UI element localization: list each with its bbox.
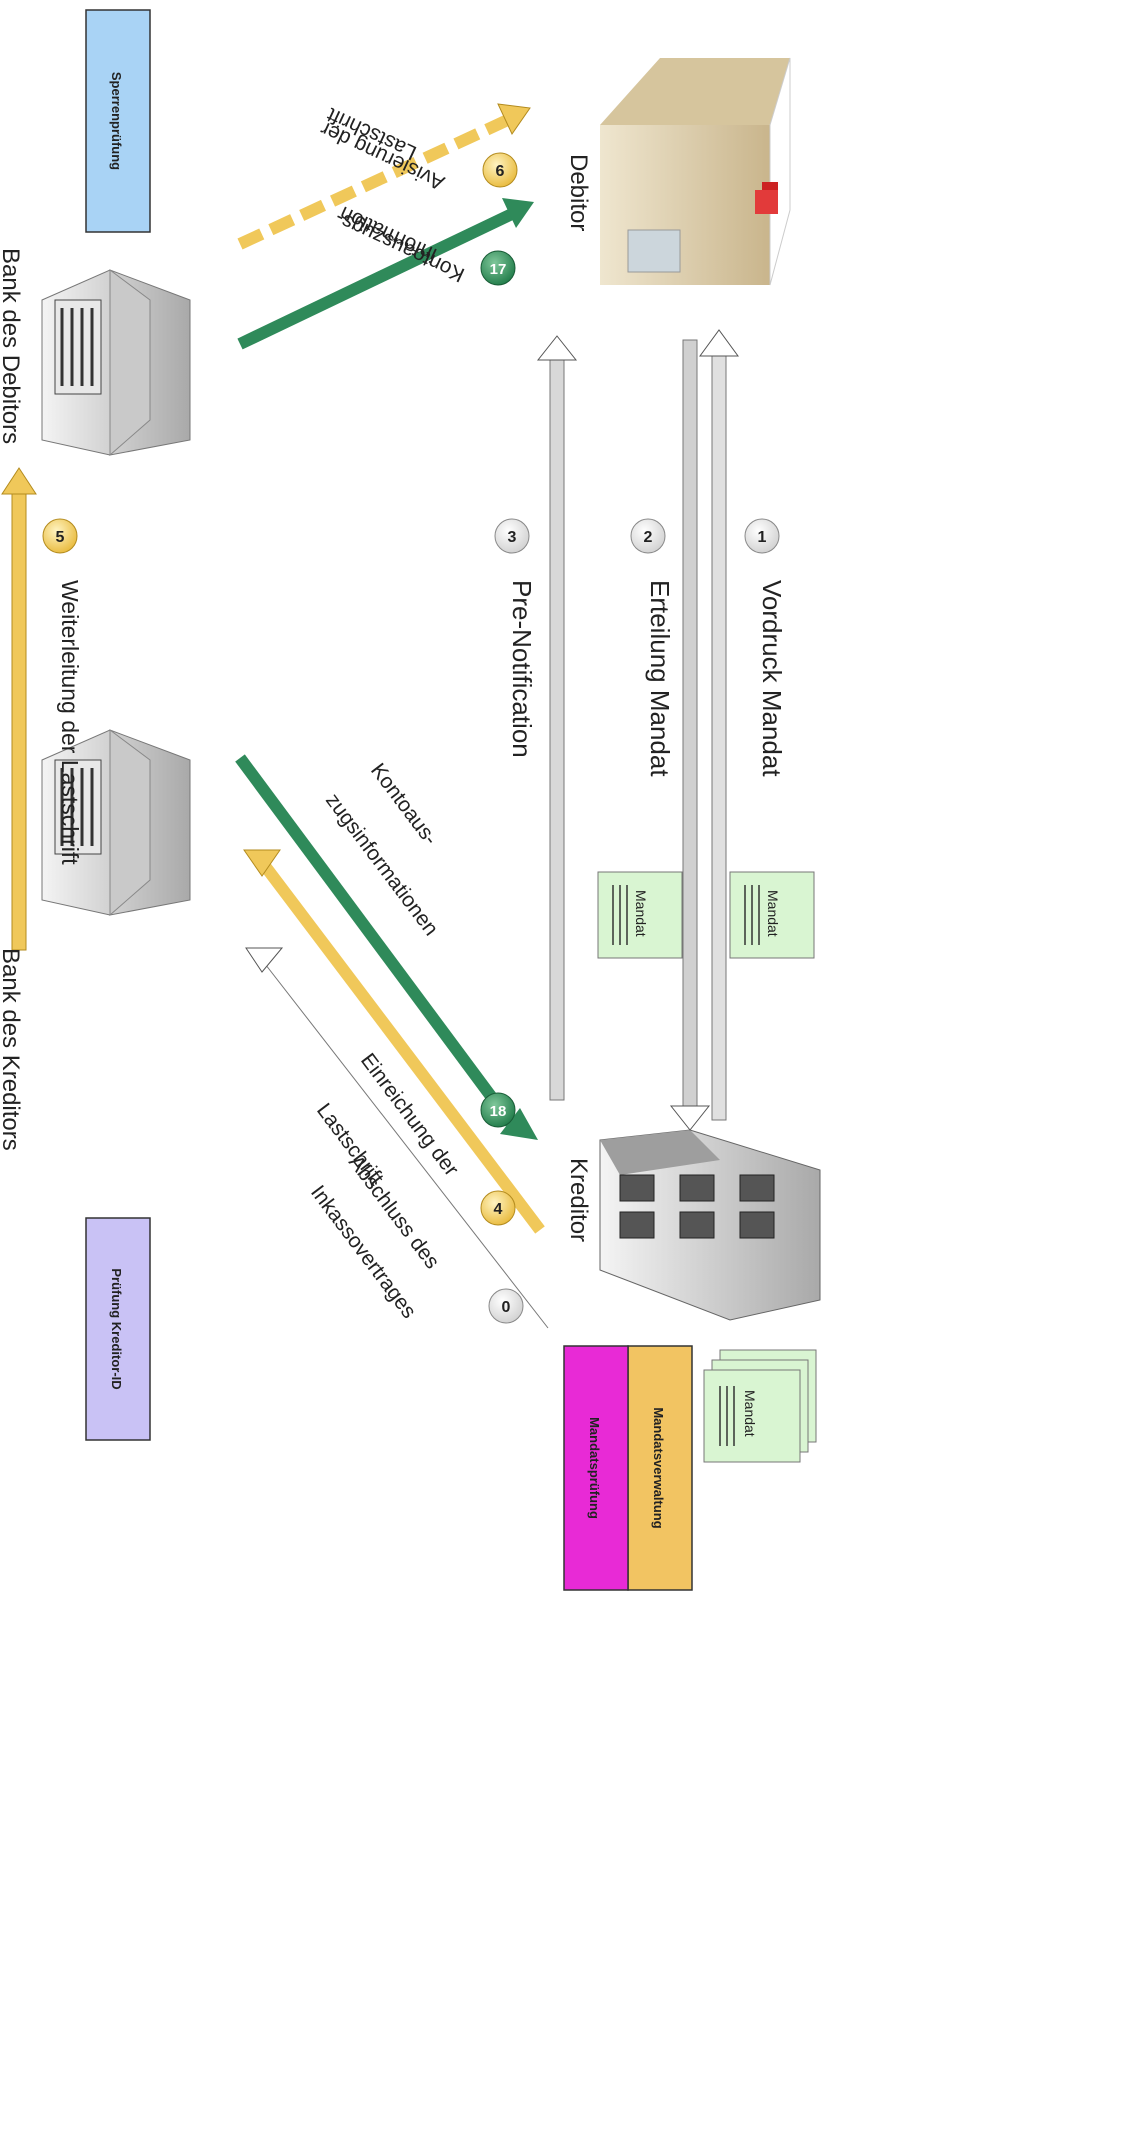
arrow-kontoauszug-debitor (237, 198, 534, 350)
svg-text:4: 4 (494, 1201, 503, 1218)
mandatsverwaltung-label: Mandatsverwaltung (651, 1407, 666, 1528)
mandat-document-1-label: Mandat (765, 890, 781, 937)
step-2-ball: 2 (630, 518, 666, 554)
step-18-label-line1: Kontoaus- (366, 759, 442, 849)
bank-debitor-label: Bank des Debitors (0, 248, 24, 444)
mandatspruefung-box: Mandatsprüfung (563, 1345, 629, 1591)
kreditor-label: Kreditor (565, 1158, 592, 1242)
sperrenpruefung-label: Sperrenprüfung (109, 72, 124, 170)
step-4-ball: 4 (480, 1190, 516, 1226)
step-17-ball: 17 (480, 250, 516, 286)
kreditor-building-icon (599, 1129, 821, 1321)
step-2-label: Erteilung Mandat (645, 580, 675, 777)
mandat-document-2-label: Mandat (633, 890, 649, 937)
step-1-ball: 1 (744, 518, 780, 554)
pruefung-kreditor-id-box: Prüfung Kreditor-ID (85, 1217, 151, 1441)
mandatsverwaltung-box: Mandatsverwaltung (627, 1345, 693, 1591)
svg-text:5: 5 (56, 529, 65, 546)
bank-debitor-icon (41, 269, 191, 457)
step-0-ball: 0 (488, 1288, 524, 1324)
step-1-label: Vordruck Mandat (757, 580, 787, 777)
step-5-label: Weiterleitung der Lastschrift (57, 580, 83, 865)
step-18-ball: 18 (480, 1092, 516, 1128)
bank-kreditor-label: Bank des Kreditors (0, 948, 24, 1151)
arrow-erteilung-mandat (669, 339, 711, 1131)
arrow-kontoauszug-kreditor (235, 754, 538, 1140)
mandat-document-1: Mandat (729, 871, 815, 959)
arrow-einreichung (243, 849, 545, 1234)
mandat-document-stack: Mandat (703, 1349, 817, 1463)
svg-text:1: 1 (758, 529, 767, 546)
mandatspruefung-label: Mandatsprüfung (587, 1417, 602, 1519)
step-0-label-line2: Inkassovertrages (306, 1181, 421, 1323)
arrow-pre-notification (536, 335, 578, 1101)
svg-text:18: 18 (490, 1103, 507, 1120)
pruefung-kreditor-id-label: Prüfung Kreditor-ID (109, 1268, 124, 1389)
debitor-house-icon (600, 57, 791, 286)
arrow-vordruck-mandat (699, 329, 739, 1121)
arrow-weiterleitung (1, 467, 37, 951)
svg-text:2: 2 (644, 529, 653, 546)
arrow-inkassovertrag (245, 947, 553, 1332)
mandat-document-stack-label: Mandat (742, 1390, 758, 1437)
sperrenpruefung-box: Sperrenprüfung (85, 9, 151, 233)
bank-kreditor-icon (41, 729, 191, 917)
debitor-label: Debitor (565, 154, 592, 231)
svg-text:17: 17 (490, 261, 507, 278)
step-3-ball: 3 (494, 518, 530, 554)
step-3-label: Pre-Notification (507, 580, 537, 758)
svg-text:0: 0 (502, 1299, 511, 1316)
svg-text:3: 3 (508, 529, 517, 546)
step-6-ball: 6 (482, 152, 518, 188)
svg-text:6: 6 (496, 163, 505, 180)
mandat-document-2: Mandat (597, 871, 683, 959)
step-5-ball: 5 (42, 518, 78, 554)
arrow-avisierung (237, 103, 531, 250)
